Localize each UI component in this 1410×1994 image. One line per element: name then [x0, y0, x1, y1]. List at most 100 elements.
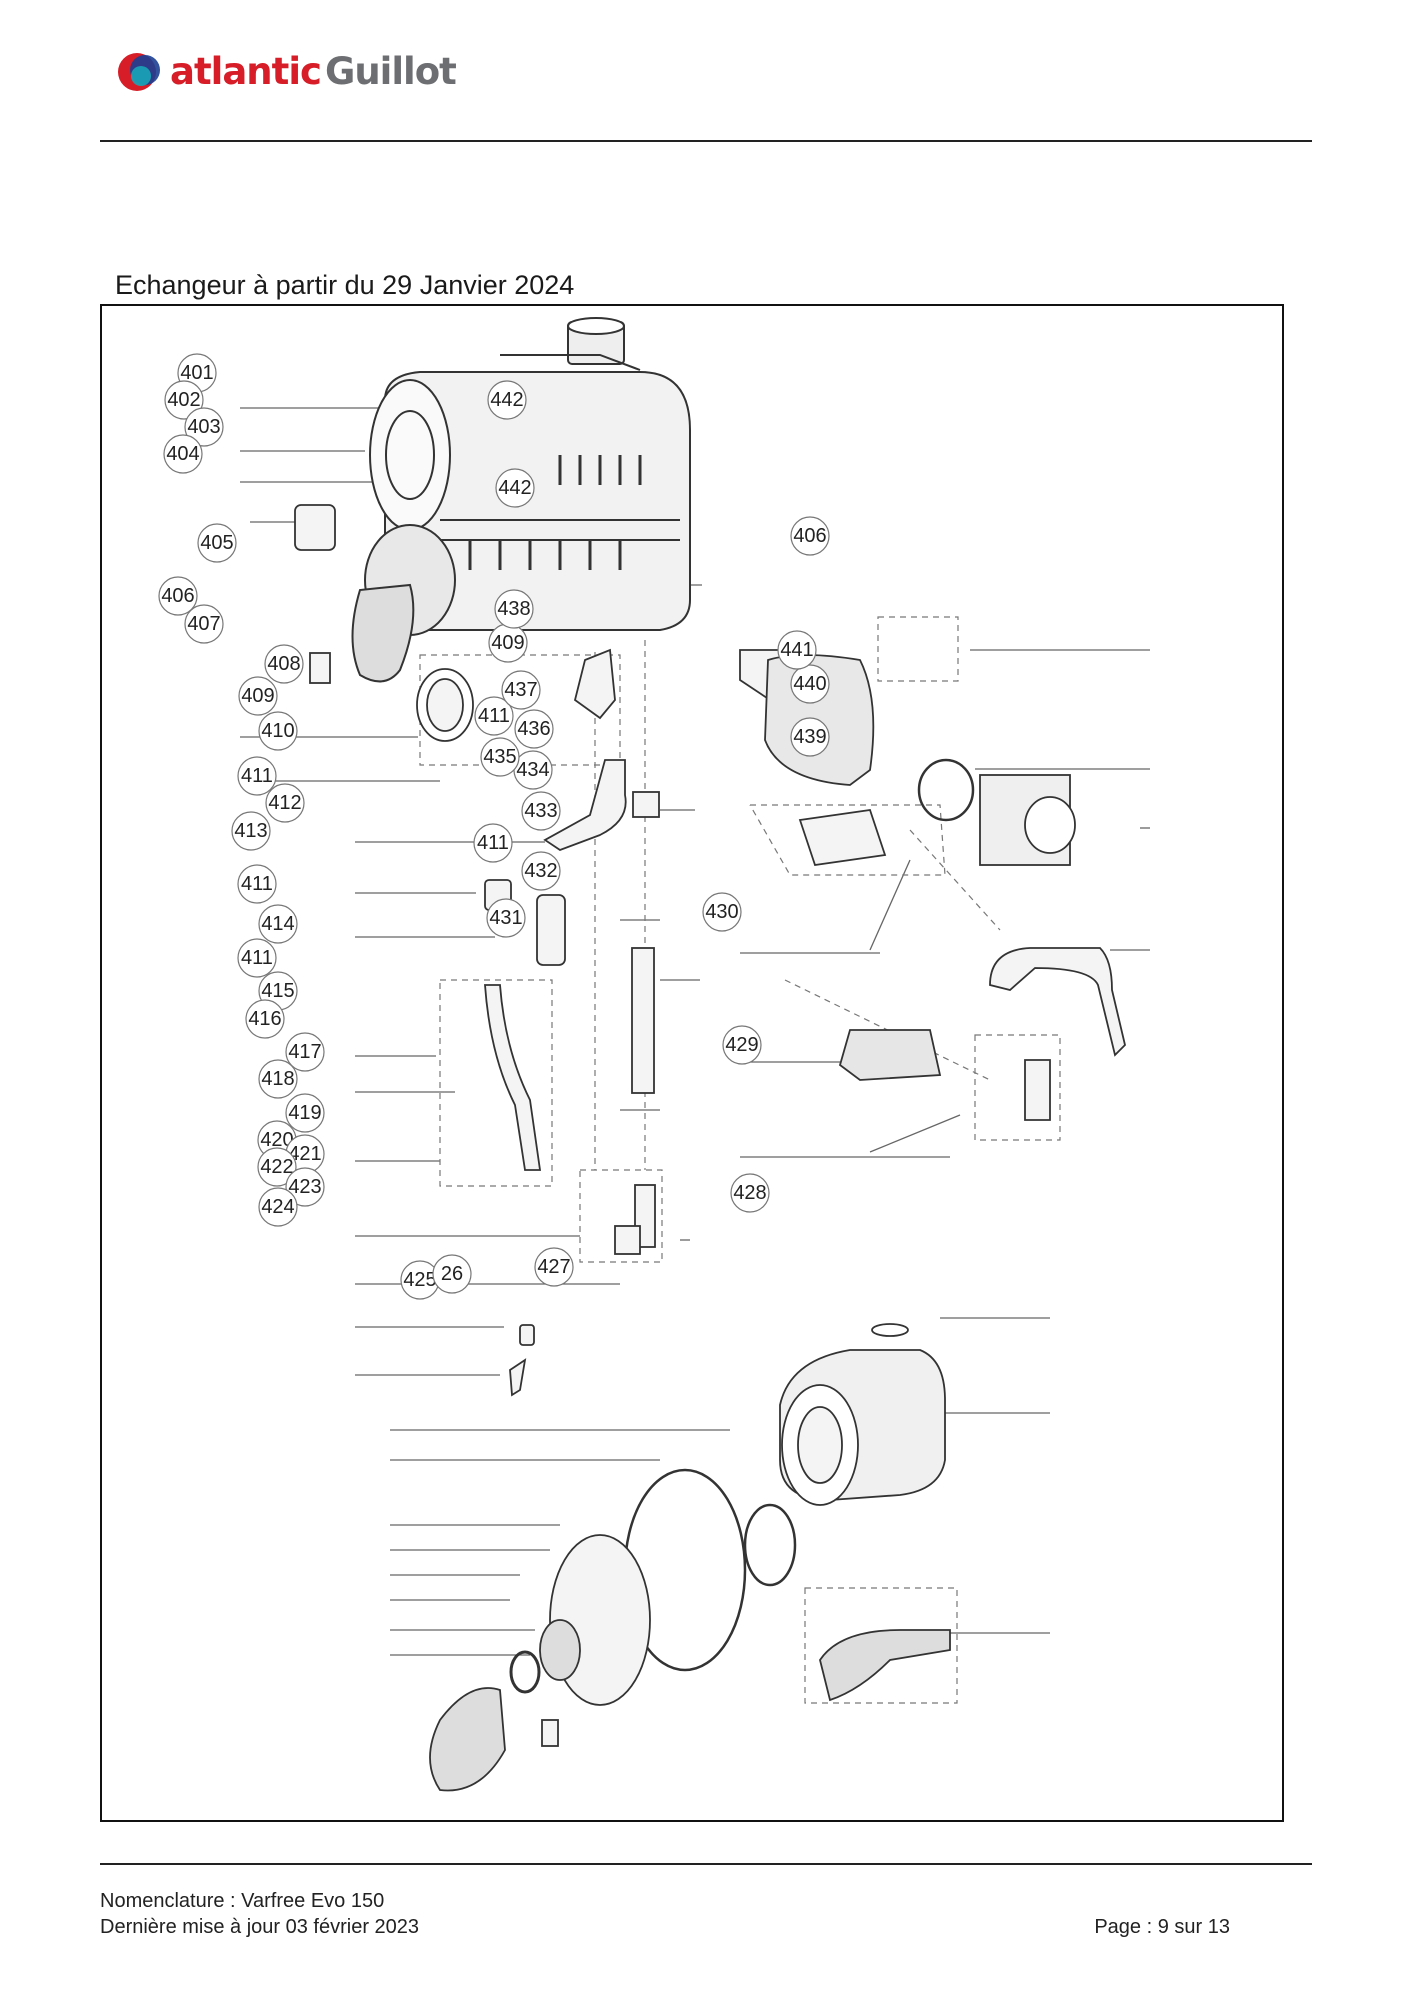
label-406-right: 406: [793, 525, 826, 547]
callout-432: 432: [521, 851, 561, 891]
label-431: 431: [489, 907, 522, 929]
label-402: 402: [167, 389, 200, 411]
label-415: 415: [261, 980, 294, 1002]
label-414: 414: [261, 913, 294, 935]
callout-442: 442: [495, 468, 535, 508]
label-424: 424: [261, 1196, 294, 1218]
callout-410: 410: [258, 711, 298, 751]
page-number: Page : 9 sur 13: [1094, 1916, 1230, 1938]
label-413: 413: [234, 820, 267, 842]
header-rule: [100, 140, 1312, 142]
label-404: 404: [166, 443, 199, 465]
callout-406: 406: [158, 576, 198, 616]
callout-433: 433: [521, 791, 561, 831]
label-420: 420: [260, 1129, 293, 1151]
callout-402: 402: [164, 380, 204, 420]
callout-409: 409: [488, 623, 528, 663]
callout-439: 439: [790, 717, 830, 757]
label-410: 410: [261, 720, 294, 742]
callout-437: 437: [501, 670, 541, 710]
footer-rule: [100, 1863, 1312, 1865]
label-421: 421: [288, 1143, 321, 1165]
callout-406: 406: [790, 516, 830, 556]
callout-408: 408: [264, 644, 304, 684]
callout-417: 417: [285, 1032, 325, 1072]
label-425: 425: [403, 1269, 436, 1291]
callout-431: 431: [486, 898, 526, 938]
callout-425: 425: [400, 1260, 440, 1300]
callout-411: 411: [474, 696, 514, 736]
callout-411: 411: [237, 864, 277, 904]
label-437: 437: [504, 679, 537, 701]
callout-423: 423: [285, 1167, 325, 1207]
label-411-c: 411: [241, 947, 273, 969]
label-406-left: 406: [161, 585, 194, 607]
callout-412: 412: [265, 783, 305, 823]
callout-436: 436: [514, 709, 554, 749]
label-403: 403: [187, 416, 220, 438]
label-434: 434: [516, 759, 549, 781]
callout-438: 438: [494, 589, 534, 629]
label-442-b: 442: [498, 477, 531, 499]
label-411-b: 411: [241, 873, 273, 895]
label-438: 438: [497, 598, 530, 620]
label-436: 436: [517, 718, 550, 740]
callout-26: 26: [432, 1254, 472, 1294]
callout-409: 409: [238, 676, 278, 716]
logo-word-atlantic: atlantic: [170, 50, 322, 93]
label-412: 412: [268, 792, 301, 814]
label-423: 423: [288, 1176, 321, 1198]
callout-428: 428: [730, 1173, 770, 1213]
callout-427: 427: [534, 1247, 574, 1287]
callout-418: 418: [258, 1059, 298, 1099]
callout-labels: 401 402 403 404 405 406 406 407 408 409 …: [158, 353, 830, 1300]
callout-413: 413: [231, 811, 271, 851]
label-430: 430: [705, 901, 738, 923]
callout-404: 404: [163, 434, 203, 474]
callout-411: 411: [473, 823, 513, 863]
callout-411: 411: [237, 938, 277, 978]
callout-434: 434: [513, 750, 553, 790]
callout-424: 424: [258, 1187, 298, 1227]
callout-441: 441: [777, 630, 817, 670]
label-26: 26: [441, 1263, 463, 1285]
footer-updated: Dernière mise à jour 03 février 2023: [100, 1916, 420, 1938]
callout-411: 411: [237, 756, 277, 796]
label-432: 432: [524, 860, 557, 882]
label-409: 409: [241, 685, 274, 707]
label-442-a: 442: [490, 389, 523, 411]
callout-416: 416: [245, 999, 285, 1039]
label-405: 405: [200, 532, 233, 554]
heat-exchanger-upper: [351, 317, 691, 683]
exploded-diagram-frame: [100, 304, 1284, 1822]
callout-403: 403: [184, 407, 224, 447]
label-411-d: 411: [477, 832, 509, 854]
label-409-b: 409: [491, 632, 524, 654]
components: [294, 504, 1126, 1792]
label-407: 407: [187, 613, 220, 635]
callout-442: 442: [487, 380, 527, 420]
label-429: 429: [725, 1034, 758, 1056]
logo-mark-icon: [118, 53, 160, 91]
label-439: 439: [793, 726, 826, 748]
label-440: 440: [793, 673, 826, 695]
label-411-a: 411: [241, 765, 273, 787]
section-title: Echangeur à partir du 29 Janvier 2024: [115, 270, 575, 300]
label-419: 419: [288, 1102, 321, 1124]
label-427: 427: [537, 1256, 570, 1278]
label-401: 401: [180, 362, 213, 384]
label-435: 435: [483, 746, 516, 768]
logo-word-guillot: Guillot: [324, 50, 457, 93]
callout-430: 430: [702, 892, 742, 932]
callout-440: 440: [790, 664, 830, 704]
callout-405: 405: [197, 523, 237, 563]
label-418: 418: [261, 1068, 294, 1090]
callout-407: 407: [184, 604, 224, 644]
label-433: 433: [524, 800, 557, 822]
label-408: 408: [267, 653, 300, 675]
label-422: 422: [260, 1156, 293, 1178]
label-416: 416: [248, 1008, 281, 1030]
label-441: 441: [780, 639, 813, 661]
